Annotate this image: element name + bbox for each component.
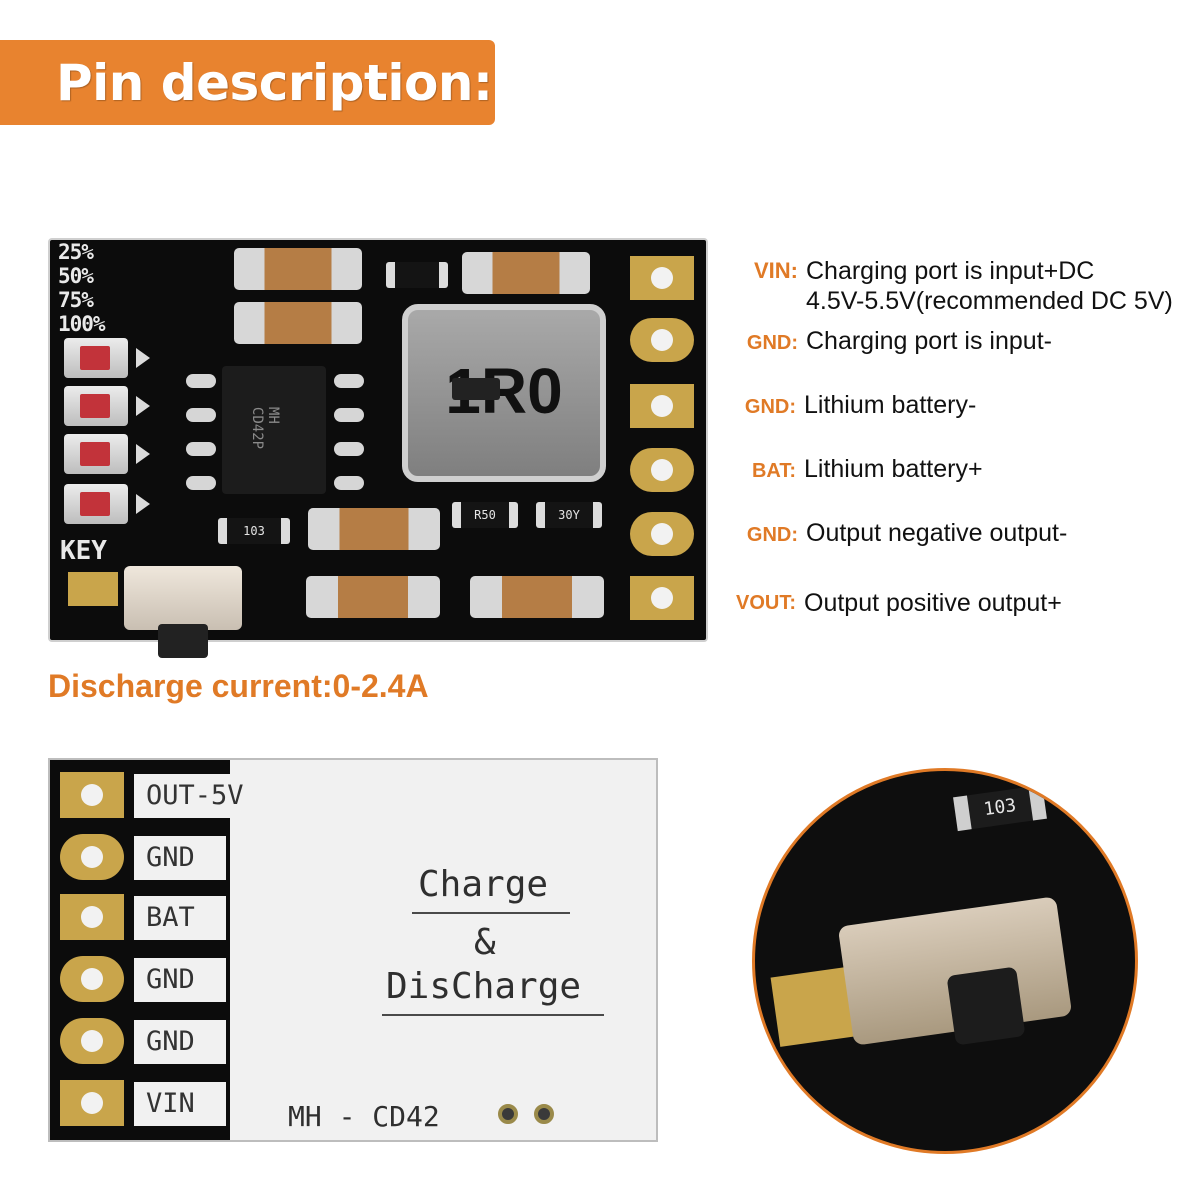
pad (60, 1080, 124, 1126)
resistor-30y: 30Y (536, 502, 602, 528)
pad-strip (50, 760, 230, 1140)
led-arrow-icon (136, 348, 150, 368)
pcb-bottom-view: OUT-5V GND BAT GND GND VIN Charge & DisC… (48, 758, 658, 1142)
pin-description: Output negative output- (806, 519, 1068, 547)
pad (60, 894, 124, 940)
pad-bat (630, 448, 694, 492)
capacitor (308, 508, 440, 550)
via (498, 1104, 518, 1124)
pin-label: VIN (134, 1082, 226, 1126)
pin-name: VIN: (754, 258, 798, 283)
discharge-current-label: Discharge current:0-2.4A (48, 668, 429, 704)
pin-name: GND: (744, 396, 796, 418)
pin-description-2: 4.5V-5.5V(recommended DC 5V) (806, 287, 1173, 315)
ic-pin (334, 408, 364, 422)
led-arrow-icon (136, 494, 150, 514)
pin-label: GND (134, 1020, 226, 1064)
ic-pin (186, 408, 216, 422)
ic-pin (334, 442, 364, 456)
silk-ampersand: & (474, 922, 496, 963)
pin-name: BAT: (751, 460, 796, 482)
capacitor (234, 302, 362, 344)
capacitor (470, 576, 604, 618)
led-arrow-icon (136, 396, 150, 416)
ic-pin (334, 476, 364, 490)
pin-row-gnd-2: GND: Lithium battery- (718, 390, 976, 424)
zoom-switch-knob (946, 966, 1026, 1046)
inductor: 1R0 (402, 304, 606, 482)
silk-charge: Charge (418, 864, 549, 905)
silk-discharge: DisCharge (386, 966, 582, 1007)
pin-description: Lithium battery- (804, 391, 977, 419)
pin-row-gnd-3: GND: Output negative output- (720, 518, 1067, 552)
ic-pin (186, 374, 216, 388)
silk-model: MH - CD42 (288, 1100, 440, 1133)
pin-label: BAT (134, 896, 226, 940)
key-switch (124, 566, 242, 630)
page-title: Pin description: (56, 53, 493, 112)
pin-row-bat: BAT: Lithium battery+ (718, 454, 983, 488)
pad-vout (630, 576, 694, 620)
silk-percent-25: 25% (58, 240, 94, 264)
charge-ic: MH CD42P (222, 366, 326, 494)
pin-label: GND (134, 958, 226, 1002)
pad-gnd-3 (630, 512, 694, 556)
bottom-pin-gnd-3: GND (50, 1010, 230, 1070)
pad-vin (630, 256, 694, 300)
switch-zoom-detail: 103 (752, 768, 1138, 1154)
bottom-pin-vin: VIN (50, 1072, 230, 1132)
capacitor (306, 576, 440, 618)
led-100 (64, 484, 128, 524)
zoom-resistor-103: 103 (953, 784, 1047, 832)
pad (60, 1018, 124, 1064)
ic-pin (186, 442, 216, 456)
pad-gnd-1 (630, 318, 694, 362)
silk-underline (412, 912, 570, 914)
ic-pin (334, 374, 364, 388)
via (534, 1104, 554, 1124)
led-50 (64, 386, 128, 426)
pcb-top-view: 25% 50% 75% 100% KEY 103 R50 30Y MH CD42… (48, 238, 708, 658)
pin-description: Charging port is input+DC (806, 257, 1095, 285)
resistor (386, 262, 448, 288)
pin-label: OUT-5V (134, 774, 284, 818)
resistor-r50: R50 (452, 502, 518, 528)
key-switch-knob (158, 624, 208, 658)
pad (60, 834, 124, 880)
led-arrow-icon (136, 444, 150, 464)
silk-key-label: KEY (60, 536, 107, 566)
silk-underline (382, 1014, 604, 1016)
pin-row-vin: VIN: Charging port is input+DC 4.5V-5.5V… (720, 256, 1173, 316)
pin-name: GND: (746, 524, 798, 546)
pin-label: GND (134, 836, 226, 880)
header-banner: Pin description: (0, 40, 495, 125)
pad (60, 956, 124, 1002)
capacitor (234, 248, 362, 290)
silk-percent-50: 50% (58, 264, 94, 288)
pin-description: Charging port is input- (806, 327, 1052, 355)
bottom-pin-bat: BAT (50, 886, 230, 946)
pin-name: VOUT: (736, 592, 796, 614)
pin-name: GND: (746, 332, 798, 354)
pad-gnd-2 (630, 384, 694, 428)
pin-description: Lithium battery+ (804, 455, 983, 483)
led-75 (64, 434, 128, 474)
ic-label: MH CD42P (249, 406, 282, 450)
resistor-103: 103 (218, 518, 290, 544)
bottom-pin-out-5v: OUT-5V (50, 764, 284, 824)
key-pad (68, 572, 118, 606)
pad (60, 772, 124, 818)
capacitor (462, 252, 590, 294)
inductor-label: 1R0 (445, 355, 563, 427)
pin-row-gnd-1: GND: Charging port is input- (720, 326, 1052, 360)
silk-percent-75: 75% (58, 288, 94, 312)
led-25 (64, 338, 128, 378)
switch-knob-bottom (452, 378, 500, 400)
pin-row-vout: VOUT: Output positive output+ (718, 588, 1062, 618)
ic-pin (186, 476, 216, 490)
pin-description: Output positive output+ (804, 589, 1062, 617)
bottom-pin-gnd-2: GND (50, 948, 230, 1008)
silk-percent-100: 100% (58, 312, 106, 336)
bottom-pin-gnd-1: GND (50, 826, 230, 886)
